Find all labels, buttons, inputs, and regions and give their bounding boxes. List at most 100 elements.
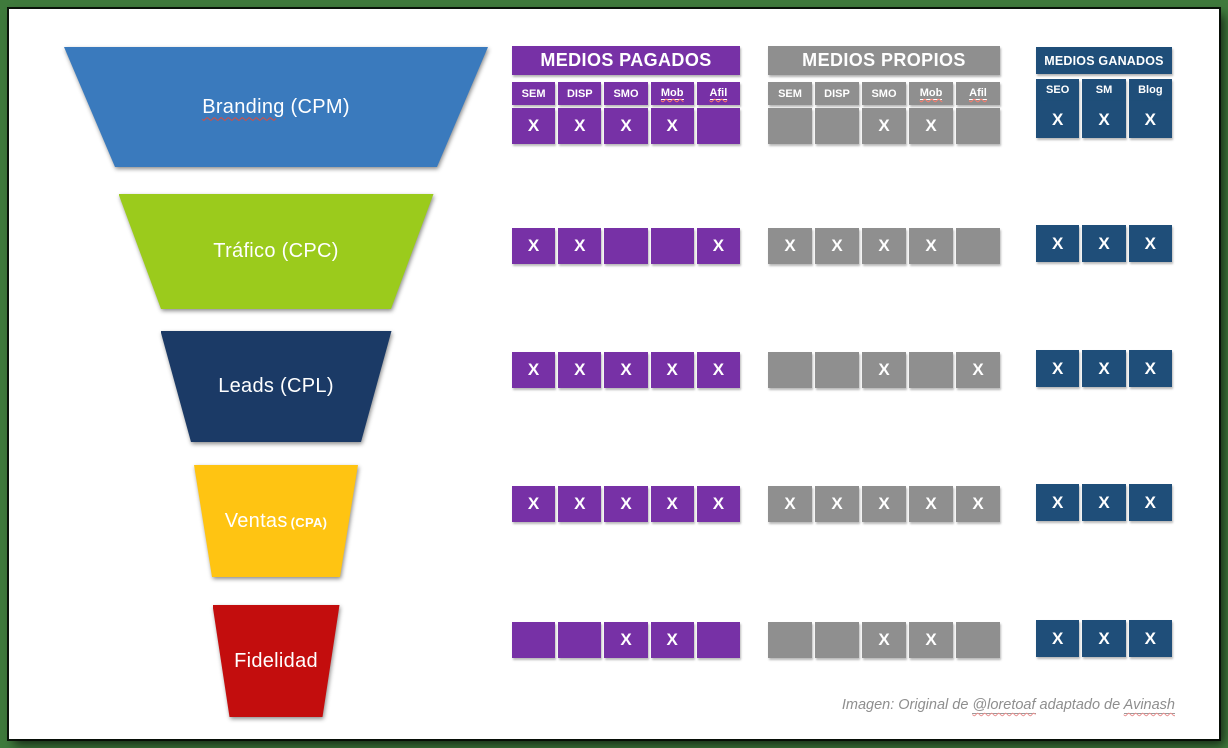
funnel-stage-name: Tráfico [213, 240, 276, 262]
mark-cell-propios-fidelidad-sem [768, 622, 812, 658]
mark-cell-ganados-branding-sm: X [1082, 101, 1126, 138]
media-table-title-ganados: MEDIOS GANADOS [1036, 47, 1172, 74]
attribution-prefix: Imagen: Original de [841, 697, 973, 713]
funnel-stage-ventas: Ventas(CPA) [194, 465, 358, 577]
funnel-stage-name: Fidelidad [234, 649, 318, 672]
column-header-blog: Blog [1128, 79, 1172, 101]
column-header-label: SMO [871, 87, 897, 100]
funnel-stage-metric: (CPC) [275, 240, 339, 262]
mark-cell-propios-branding-sem [768, 108, 812, 144]
mark-cell-propios-branding-mob: X [909, 108, 953, 144]
mark-cell-pagados-leads-sem: X [512, 352, 556, 388]
media-table-colheads-ganados: SEO SM Blog [1036, 79, 1172, 101]
column-header-label: Mob [919, 87, 943, 100]
attribution-handle: @loretoaf [972, 697, 1036, 714]
funnel-stage-leads: Leads (CPL) [160, 331, 392, 442]
mark-cell-propios-leads-disp [815, 352, 859, 388]
funnel-stage-shape-ventas: Ventas(CPA) [194, 465, 358, 577]
mark-cell-ganados-trafico-blog: X [1128, 225, 1172, 262]
column-header-label: SEO [1046, 84, 1070, 96]
mark-cell-propios-leads-sem [768, 352, 812, 388]
mark-cell-pagados-leads-smo: X [604, 352, 648, 388]
column-header-sm: SM [1082, 79, 1126, 101]
media-table-title-propios: MEDIOS PROPIOS [768, 46, 1000, 75]
mark-cell-pagados-branding-afil [696, 108, 740, 144]
column-header-label: DISP [824, 87, 850, 100]
funnel-stage-metric: (CPL) [274, 375, 334, 397]
mark-cell-ganados-leads-seo: X [1036, 350, 1080, 387]
mark-cell-pagados-leads-afil: X [696, 352, 740, 388]
funnel-stage-metric: (CPM) [284, 95, 350, 118]
mark-cell-pagados-fidelidad-smo: X [604, 622, 648, 658]
attribution-author: Avinash [1123, 697, 1175, 714]
column-header-seo: SEO [1036, 79, 1080, 101]
mark-cell-propios-ventas-sem: X [768, 486, 812, 522]
mark-cell-pagados-trafico-mob [650, 228, 694, 264]
mark-cell-propios-trafico-disp: X [815, 228, 859, 264]
mark-cell-ganados-trafico-seo: X [1036, 225, 1080, 262]
mark-cell-ganados-ventas-sm: X [1082, 484, 1126, 521]
mark-cell-pagados-branding-sem: X [512, 108, 556, 144]
funnel-stage-name: Leads [218, 375, 275, 397]
column-header-label: SEM [778, 87, 802, 100]
column-header-label: SMO [613, 87, 639, 100]
mark-cell-ganados-ventas-blog: X [1128, 484, 1172, 521]
slide-surface: Branding (CPM) Tráfico (CPC) Leads (CPL) Ve… [9, 9, 1219, 739]
mark-cell-propios-trafico-afil [956, 228, 1000, 264]
mark-cell-ganados-branding-seo: X [1036, 101, 1080, 138]
mark-cell-propios-leads-smo: X [862, 352, 906, 388]
column-header-label: DISP [566, 87, 593, 100]
mark-cell-pagados-branding-disp: X [558, 108, 602, 144]
mark-cell-propios-trafico-smo: X [862, 228, 906, 264]
column-header-disp: DISP [558, 82, 602, 105]
funnel-stage-branding: Branding (CPM) [64, 47, 488, 167]
mark-cell-ganados-fidelidad-seo: X [1036, 620, 1080, 657]
column-header-label: Afil [709, 87, 728, 100]
column-header-smo: SMO [862, 82, 906, 105]
mark-cell-pagados-trafico-disp: X [558, 228, 602, 264]
mark-cell-pagados-ventas-afil: X [696, 486, 740, 522]
mark-cell-pagados-ventas-disp: X [558, 486, 602, 522]
column-header-disp: DISP [815, 82, 859, 105]
mark-cell-ganados-branding-blog: X [1128, 101, 1172, 138]
mark-cell-ganados-leads-blog: X [1128, 350, 1172, 387]
funnel-stage-metric: (CPA) [290, 514, 328, 530]
mark-cell-ganados-trafico-sm: X [1082, 225, 1126, 262]
column-header-label: Blog [1138, 84, 1163, 96]
mark-cell-ganados-leads-sm: X [1082, 350, 1126, 387]
mark-cell-pagados-trafico-smo [604, 228, 648, 264]
mark-cell-propios-ventas-afil: X [956, 486, 1000, 522]
mark-cell-pagados-trafico-sem: X [512, 228, 556, 264]
mark-cell-propios-branding-smo: X [862, 108, 906, 144]
column-header-mob: Mob [909, 82, 953, 105]
mark-cell-ganados-ventas-seo: X [1036, 484, 1080, 521]
funnel-stage-trafico: Tráfico (CPC) [118, 194, 434, 309]
mark-cell-propios-trafico-sem: X [768, 228, 812, 264]
funnel-stage-fidelidad: Fidelidad [212, 605, 340, 717]
mark-cell-propios-branding-disp [815, 108, 859, 144]
mark-cell-propios-ventas-mob: X [909, 486, 953, 522]
funnel-stage-name: Branding [202, 95, 285, 118]
funnel-stage-name: Ventas [224, 509, 288, 532]
mark-cell-pagados-ventas-smo: X [604, 486, 648, 522]
mark-cell-pagados-ventas-mob: X [650, 486, 694, 522]
mark-cell-pagados-ventas-sem: X [512, 486, 556, 522]
funnel-stage-label: Ventas(CPA) [225, 510, 328, 533]
attribution-text: Imagen: Original de @loretoaf adaptado d… [841, 697, 1175, 714]
mark-cell-pagados-fidelidad-sem [512, 622, 556, 658]
column-header-label: Mob [660, 87, 684, 100]
